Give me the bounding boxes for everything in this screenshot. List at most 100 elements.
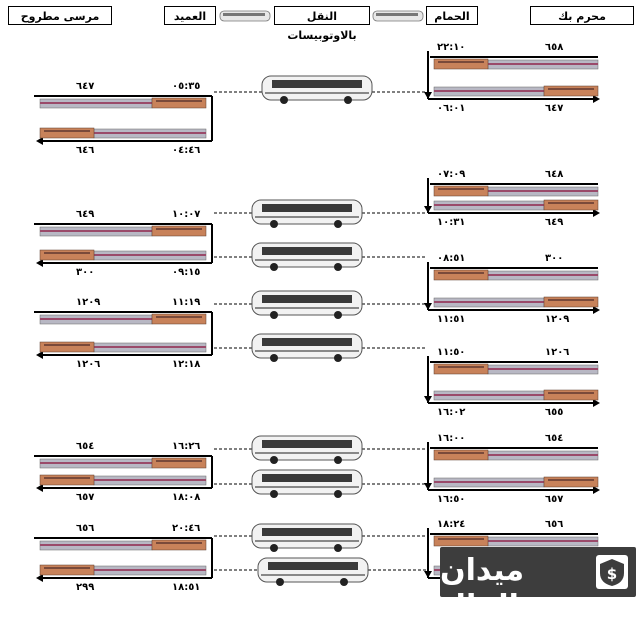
- train-number-left-top-1: ٦٤٩: [76, 209, 95, 220]
- time-right-bottom-4: ١٦:٥٠: [437, 494, 466, 505]
- time-right-top-4: ١٦:٠٠: [437, 433, 466, 444]
- arrow-right-down-5: [424, 571, 432, 578]
- time-right-top-3: ١١:٥٠: [437, 347, 466, 358]
- time-left-top-4: ٢٠:٤٦: [172, 523, 201, 534]
- header-aweed: العميد: [164, 6, 216, 25]
- time-left-bottom-4: ١٨:٥١: [172, 582, 201, 593]
- train-number-right-top-2: ٣٠٠: [545, 253, 564, 264]
- time-right-bottom-1: ١٠:٣١: [437, 217, 466, 228]
- bus-icon-header-right: [372, 8, 424, 24]
- train-number-right-top-0: ٦٥٨: [545, 42, 564, 53]
- train-right-bottom-0: [433, 85, 599, 97]
- train-left-top-1: [39, 225, 207, 237]
- train-left-top-3: [39, 457, 207, 469]
- time-left-bottom-2: ١٢:١٨: [172, 359, 201, 370]
- train-number-right-bottom-4: ٦٥٧: [545, 494, 564, 505]
- bus-5: [251, 435, 363, 464]
- bus-4: [251, 333, 363, 362]
- time-right-top-5: ١٨:٢٤: [437, 519, 466, 530]
- train-left-bottom-3: [39, 474, 207, 486]
- header-marsa-matrouh: مرسى مطروح: [8, 6, 112, 25]
- time-right-bottom-3: ١٦:٠٢: [437, 407, 466, 418]
- time-left-top-0: ٠٥:٣٥: [172, 81, 201, 92]
- train-number-left-bottom-4: ٢٩٩: [76, 582, 95, 593]
- time-right-bottom-2: ١١:٥١: [437, 314, 466, 325]
- train-number-right-bottom-3: ٦٥٥: [545, 407, 564, 418]
- arrow-left-bottom-1: [36, 259, 43, 267]
- train-number-right-bottom-2: ١٢٠٩: [545, 314, 570, 325]
- time-left-bottom-3: ١٨:٠٨: [172, 492, 201, 503]
- train-number-right-top-4: ٦٥٤: [545, 433, 564, 444]
- train-left-bottom-4: [39, 564, 207, 576]
- logo-text: ميدان المال: [440, 553, 525, 624]
- train-number-left-bottom-3: ٦٥٧: [76, 492, 95, 503]
- arrow-right-down-2: [424, 303, 432, 310]
- arrow-right-bottom-3: [593, 399, 600, 407]
- train-right-top-4: [433, 449, 599, 461]
- svg-text:$: $: [607, 565, 617, 583]
- train-number-right-bottom-0: ٦٤٧: [545, 103, 564, 114]
- train-right-top-3: [433, 363, 599, 375]
- arrow-right-down-0: [424, 92, 432, 99]
- arrow-left-bottom-0: [36, 137, 43, 145]
- train-right-top-5: [433, 535, 599, 547]
- bus-8: [257, 557, 369, 586]
- arrow-left-bottom-2: [36, 351, 43, 359]
- train-number-right-bottom-1: ٦٤٩: [545, 217, 564, 228]
- train-left-top-2: [39, 313, 207, 325]
- time-left-bottom-0: ٠٤:٤٦: [172, 145, 201, 156]
- train-left-top-4: [39, 539, 207, 551]
- time-left-bottom-1: ٠٩:١٥: [172, 267, 201, 278]
- train-right-top-2: [433, 269, 599, 281]
- logo-midan-almal: ميدان المال $: [440, 547, 636, 624]
- arrow-left-bottom-4: [36, 574, 43, 582]
- train-left-bottom-1: [39, 249, 207, 261]
- bus-icon-header-left: [219, 8, 271, 24]
- train-number-left-top-0: ٦٤٧: [76, 81, 95, 92]
- train-left-bottom-0: [39, 127, 207, 139]
- train-number-left-bottom-2: ١٢٠٦: [76, 359, 101, 370]
- train-number-left-top-4: ٦٥٦: [76, 523, 95, 534]
- arrow-right-bottom-0: [593, 95, 600, 103]
- bus-6: [251, 469, 363, 498]
- train-number-left-bottom-1: ٣٠٠: [76, 267, 95, 278]
- bus-replacement-diagram: [34, 51, 600, 586]
- arrow-right-down-4: [424, 483, 432, 490]
- bus-1: [251, 199, 363, 228]
- train-right-bottom-2: [433, 296, 599, 308]
- train-number-left-bottom-0: ٦٤٦: [76, 145, 95, 156]
- bus-7: [251, 523, 363, 552]
- train-right-top-0: [433, 58, 599, 70]
- arrow-right-bottom-2: [593, 306, 600, 314]
- bus-3: [251, 290, 363, 319]
- train-left-top-0: [39, 97, 207, 109]
- arrow-right-bottom-1: [593, 209, 600, 217]
- time-left-top-1: ١٠:٠٧: [172, 209, 201, 220]
- train-left-bottom-2: [39, 341, 207, 353]
- train-right-bottom-4: [433, 476, 599, 488]
- header-hammam: الحمام: [426, 6, 478, 25]
- header-moharram-bek: محرم بك: [530, 6, 634, 25]
- train-number-left-top-3: ٦٥٤: [76, 441, 95, 452]
- train-right-bottom-1: [433, 199, 599, 211]
- arrow-right-bottom-4: [593, 486, 600, 494]
- time-right-top-1: ٠٧:٠٩: [437, 169, 466, 180]
- time-right-top-2: ٠٨:٥١: [437, 253, 466, 264]
- bus-0: [261, 75, 373, 104]
- arrow-right-down-3: [424, 396, 432, 403]
- train-number-right-top-1: ٦٤٨: [545, 169, 564, 180]
- dollar-shield-icon: $: [596, 555, 628, 589]
- time-right-top-0: ٢٢:١٠: [437, 42, 466, 53]
- time-right-bottom-0: ٠٦:٠١: [437, 103, 466, 114]
- arrow-left-bottom-3: [36, 484, 43, 492]
- train-right-bottom-3: [433, 389, 599, 401]
- train-number-left-top-2: ١٢٠٩: [76, 297, 101, 308]
- train-right-top-1: [433, 185, 599, 197]
- train-number-right-top-5: ٦٥٦: [545, 519, 564, 530]
- bus-2: [251, 242, 363, 271]
- time-left-top-3: ١٦:٢٦: [172, 441, 201, 452]
- arrow-right-down-1: [424, 206, 432, 213]
- train-number-right-top-3: ١٢٠٦: [545, 347, 570, 358]
- header-bus-transport: النقل بالاوتوبيسات: [274, 6, 370, 42]
- time-left-top-2: ١١:١٩: [172, 297, 201, 308]
